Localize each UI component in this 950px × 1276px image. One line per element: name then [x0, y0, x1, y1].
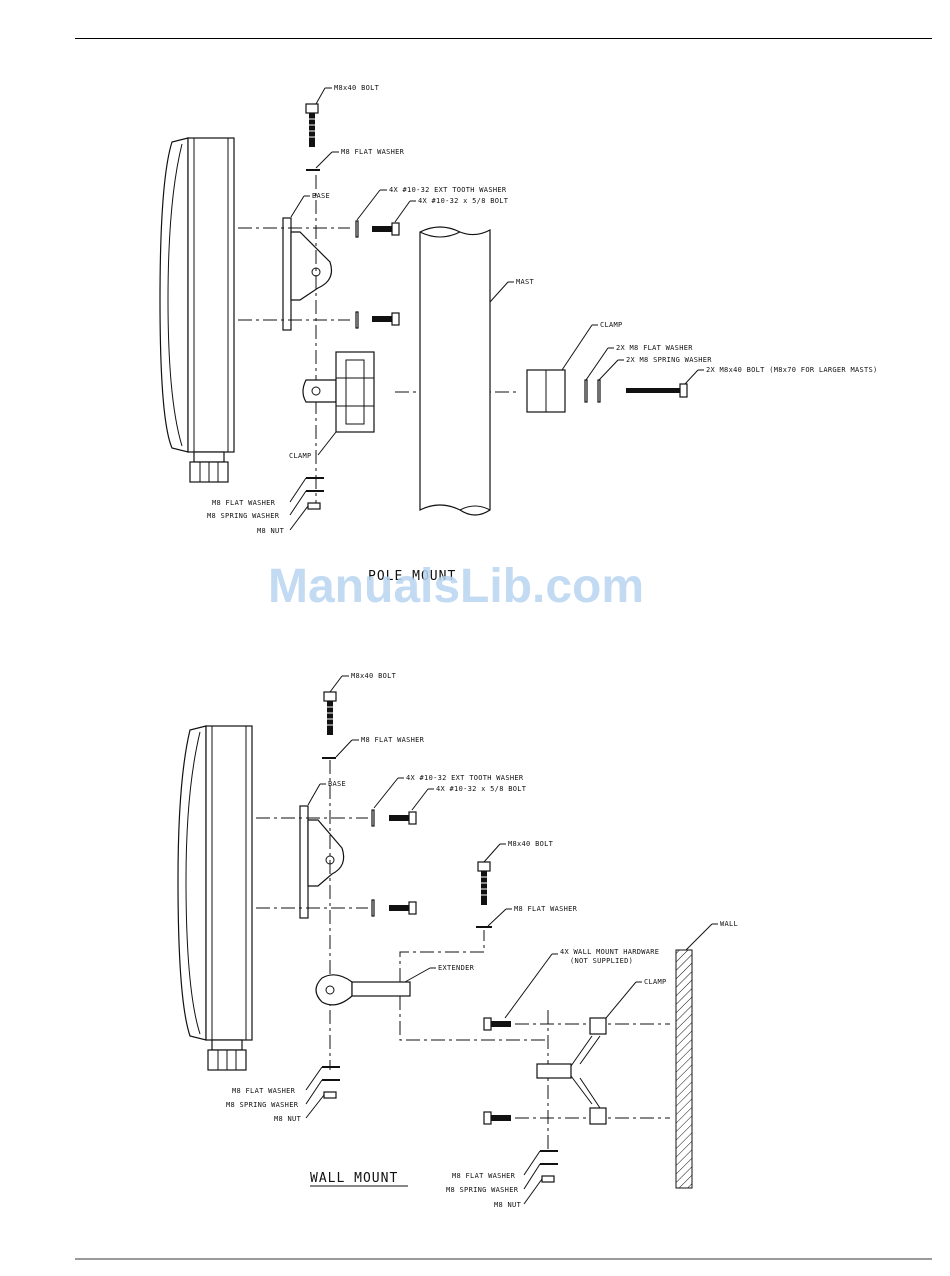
base-bracket-wall: [299, 805, 345, 919]
wall-mount-figure: M8x40 BOLT M8 FLAT WASHER BASE 4X #10-32…: [177, 672, 738, 1209]
label-wall-bolt2: M8x40 BOLT: [508, 840, 554, 848]
pole-clamp-right: [526, 369, 566, 413]
label-wall-small-bolt: 4X #10-32 x 5/8 BOLT: [436, 785, 527, 793]
bottom-rule: [75, 1258, 932, 1260]
label-pole-flat-washer-bottom: M8 FLAT WASHER: [212, 499, 276, 507]
watermark: ManualsLib.com: [268, 560, 644, 613]
label-wall-base: BASE: [328, 780, 346, 788]
label-wall-hardware-note: (NOT SUPPLIED): [570, 957, 633, 965]
label-wall-bolt: M8x40 BOLT: [351, 672, 397, 680]
label-pole-two-bolt: 2X M8x40 BOLT (M8x70 FOR LARGER MASTS): [706, 366, 878, 374]
label-pole-clamp-left: CLAMP: [289, 452, 312, 460]
wall-hardware-upper: [483, 1017, 511, 1031]
flat-washer-top: [306, 169, 320, 171]
label-wall-wall: WALL: [720, 920, 738, 928]
label-pole-spring-washer-bottom: M8 SPRING WASHER: [207, 512, 280, 520]
base-bracket: [282, 217, 333, 331]
label-pole-ext-tooth: 4X #10-32 EXT TOOTH WASHER: [389, 186, 507, 194]
label-pole-base: BASE: [312, 192, 330, 200]
label-pole-bolt: M8x40 BOLT: [334, 84, 380, 92]
small-bolt-upper: [372, 222, 400, 236]
wall: [675, 949, 693, 1189]
label-wall-nut-bottom: M8 NUT: [494, 1201, 522, 1209]
label-wall-flat-washer: M8 FLAT WASHER: [361, 736, 425, 744]
label-wall-hardware: 4X WALL MOUNT HARDWARE: [560, 948, 659, 956]
label-wall-extender: EXTENDER: [438, 964, 475, 972]
pole-mount-caption: POLE MOUNT: [368, 569, 456, 584]
extender: [315, 974, 411, 1006]
device-body: [159, 137, 235, 483]
label-wall-spring-washer-bottom: M8 SPRING WASHER: [446, 1186, 519, 1194]
label-pole-flat-washer: M8 FLAT WASHER: [341, 148, 405, 156]
label-pole-two-spring: 2X M8 SPRING WASHER: [626, 356, 712, 364]
top-bolt-wall: [323, 691, 337, 735]
label-pole-nut: M8 NUT: [257, 527, 285, 535]
pole-leaders: [289, 87, 704, 531]
mast: [419, 226, 491, 516]
label-wall-flat-washer-left: M8 FLAT WASHER: [232, 1087, 296, 1095]
long-bolt-right: [626, 383, 688, 398]
label-wall-flat-washer-bottom: M8 FLAT WASHER: [452, 1172, 516, 1180]
tooth-washer-lower: [355, 311, 359, 329]
small-bolt-lower: [372, 312, 400, 326]
label-pole-clamp-right: CLAMP: [600, 321, 623, 329]
wall-clamp: [536, 1017, 607, 1125]
label-pole-mast: MAST: [516, 278, 535, 286]
tooth-washer-upper: [355, 220, 359, 238]
label-wall-spring-washer-left: M8 SPRING WASHER: [226, 1101, 299, 1109]
spring-washer-right: [597, 379, 601, 403]
pole-mount-figure: M8x40 BOLT M8 FLAT WASHER BASE 4X #10-32…: [159, 84, 878, 584]
label-wall-nut-left: M8 NUT: [274, 1115, 302, 1123]
flat-washer-right: [584, 379, 588, 403]
wall-mount-caption: WALL MOUNT: [310, 1171, 398, 1186]
device-body-wall: [177, 725, 253, 1071]
label-pole-small-bolt: 4X #10-32 x 5/8 BOLT: [418, 197, 509, 205]
wall-leaders: [305, 675, 718, 1205]
top-bolt: [305, 103, 319, 147]
wall-hardware-lower: [483, 1111, 511, 1125]
pole-clamp-left: [302, 351, 375, 433]
small-bolt-wall-lower: [389, 901, 417, 915]
label-wall-ext-tooth: 4X #10-32 EXT TOOTH WASHER: [406, 774, 524, 782]
second-bolt-wall: [477, 861, 491, 905]
label-wall-flat-washer2: M8 FLAT WASHER: [514, 905, 578, 913]
small-bolt-wall-upper: [389, 811, 417, 825]
label-wall-clamp: CLAMP: [644, 978, 667, 986]
label-pole-two-flat: 2X M8 FLAT WASHER: [616, 344, 693, 352]
top-rule: [75, 38, 932, 39]
